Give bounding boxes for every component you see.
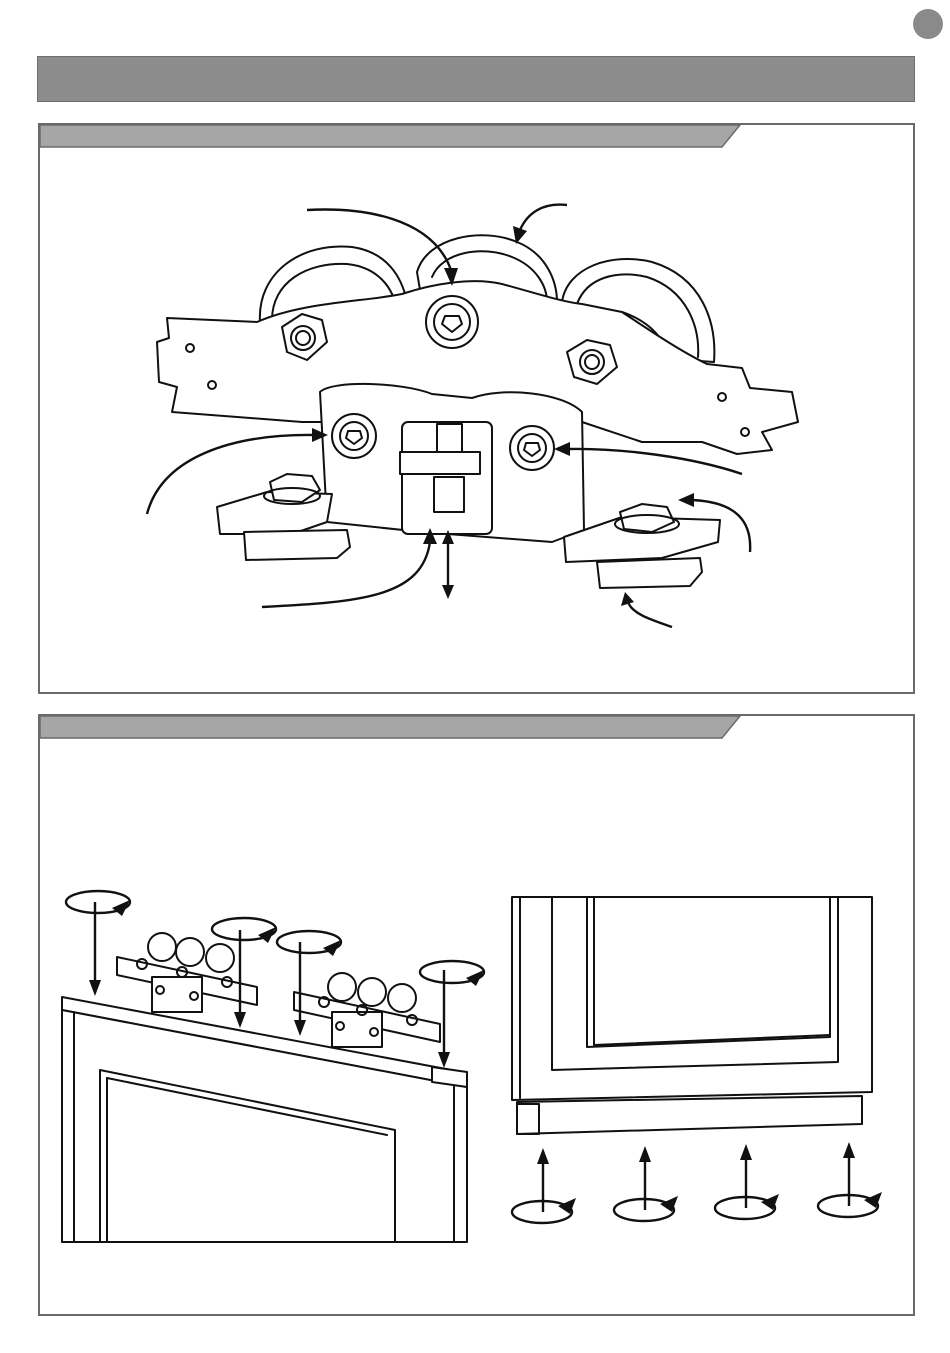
arrow-vertical-adjust <box>442 530 454 599</box>
figure-panel-trolley <box>38 123 915 694</box>
arrow-bottom-right <box>621 592 672 627</box>
rotate-down-arrow-4 <box>420 961 484 1068</box>
section-title-bar <box>37 56 915 102</box>
rotate-up-arrow-1 <box>512 1148 576 1223</box>
figure-panel-door <box>38 714 915 1316</box>
socket-screw-right <box>510 426 554 470</box>
arrow-top-right <box>513 205 567 244</box>
rotate-up-arrow-2 <box>614 1146 678 1221</box>
door-bottom-right <box>512 897 872 1134</box>
socket-screw-left <box>332 414 376 458</box>
foot-right <box>564 504 720 588</box>
trolley-drawing <box>40 125 917 696</box>
socket-screw-top <box>426 296 478 348</box>
door-drawing <box>40 716 917 1318</box>
trolley-small-right <box>294 973 440 1047</box>
trolley-small-left <box>117 933 257 1012</box>
page-marker-dot <box>913 9 943 39</box>
rotate-up-arrow-3 <box>715 1144 779 1219</box>
rotate-up-arrow-4 <box>818 1142 882 1217</box>
rotate-down-arrow-1 <box>66 891 130 996</box>
rotate-down-arrow-2 <box>212 918 276 1028</box>
